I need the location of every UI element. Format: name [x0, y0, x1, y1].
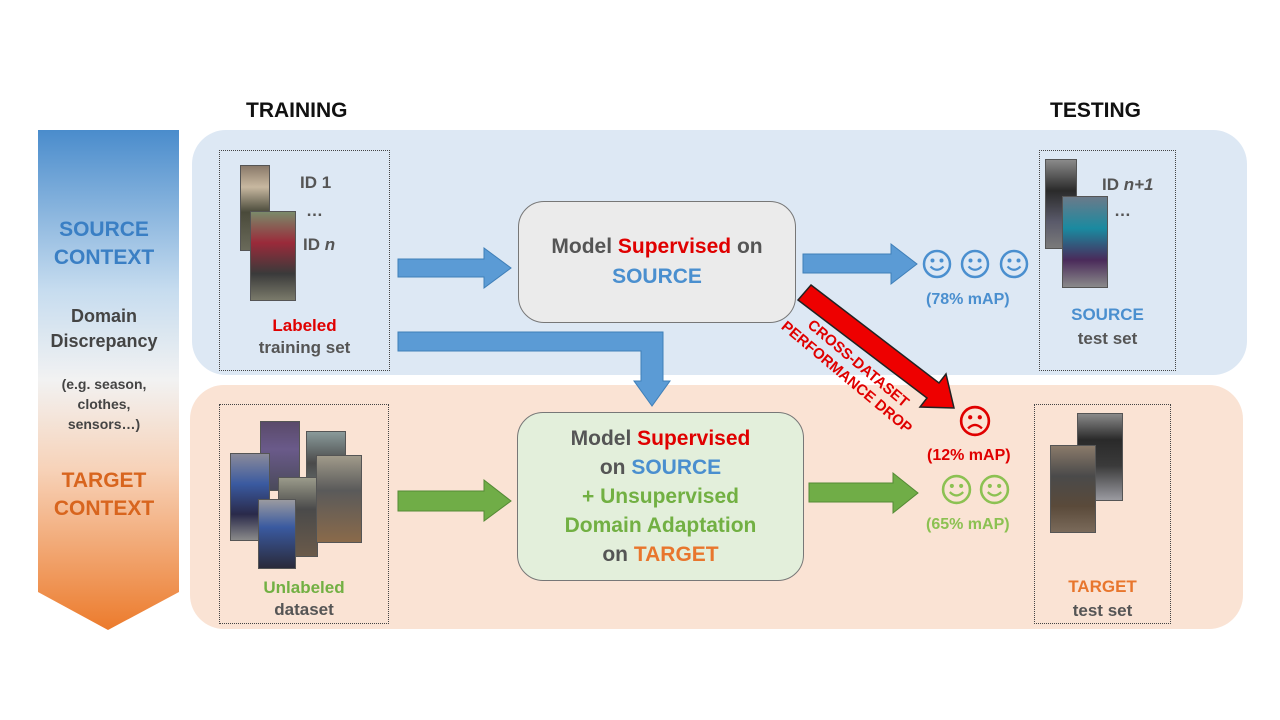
id1-label: ID 1: [300, 173, 332, 192]
model-supervised-source-box: Model Supervised on SOURCE: [518, 201, 796, 323]
model-domain-adaptation-box: Model Supervised on SOURCE + Unsupervise…: [517, 412, 804, 581]
happy-face-icon: [922, 249, 952, 279]
ellipsis-text: …: [1114, 201, 1131, 220]
source-test-set-label: SOURCE test set: [1071, 305, 1144, 348]
arrow-train-to-adaptation-model: [397, 331, 671, 407]
arrow-unlabeled-to-adaptation-model: [397, 478, 512, 522]
drop-map-score: (12% mAP): [927, 447, 1011, 464]
person-image: [250, 211, 296, 301]
source-map-score: (78% mAP): [926, 291, 1010, 308]
training-heading: TRAINING: [246, 99, 348, 122]
target-test-set-box: TARGET test set: [1034, 404, 1171, 624]
person-image: [258, 499, 296, 569]
labeled-training-set-label: Labeled training set: [258, 316, 351, 357]
ellipsis-text: …: [306, 201, 323, 220]
happy-face-icon: [961, 249, 990, 279]
target-context-label: TARGET CONTEXT: [53, 469, 155, 520]
discrepancy-examples: (e.g. season, clothes, sensors…): [61, 376, 147, 432]
adaptation-smiley-group: [941, 474, 1010, 510]
testing-heading: TESTING: [1050, 99, 1142, 122]
target-test-set-label: TARGET test set: [1068, 577, 1137, 620]
person-image: [1062, 196, 1108, 288]
source-context-label: SOURCE CONTEXT: [53, 218, 155, 269]
target-unlabeled-dataset-box: Unlabeled dataset: [219, 404, 389, 624]
id-n-plus-1-label: ID n+1: [1102, 175, 1154, 194]
happy-face-icon: [980, 474, 1010, 505]
sad-face-icon: [959, 405, 991, 437]
context-gradient-arrow: [38, 130, 179, 630]
arrow-cross-dataset-drop: [796, 283, 955, 409]
happy-face-icon: [941, 474, 972, 505]
arrow-train-to-source-model: [397, 247, 512, 289]
arrow-source-model-to-results: [802, 242, 918, 286]
domain-discrepancy-label: Domain Discrepancy: [50, 306, 158, 351]
person-image: [316, 455, 362, 543]
source-test-set-box: ID n+1 … SOURCE test set: [1039, 150, 1176, 371]
happy-face-icon: [999, 249, 1029, 279]
arrow-adaptation-model-to-results: [808, 471, 919, 515]
source-training-set-box: ID 1 … ID n Labeled training set: [219, 150, 390, 371]
adaptation-map-score: (65% mAP): [926, 516, 1010, 533]
unlabeled-dataset-label: Unlabeled dataset: [263, 578, 345, 619]
idn-label: ID n: [303, 235, 336, 254]
source-smiley-group: [922, 249, 1029, 284]
person-image: [1050, 445, 1096, 533]
